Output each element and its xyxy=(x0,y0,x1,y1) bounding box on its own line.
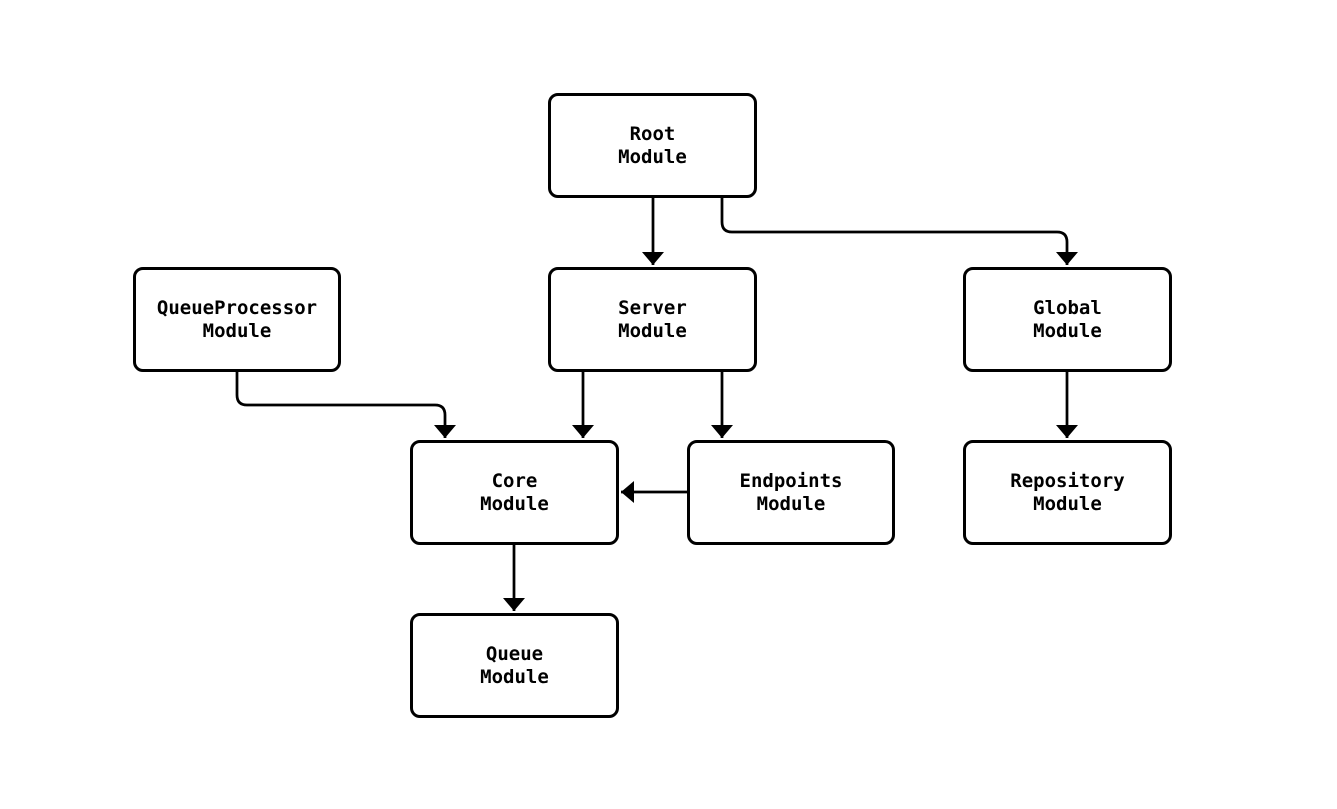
node-global-module: Global Module xyxy=(963,267,1172,372)
node-label-line1: Queue xyxy=(485,642,544,665)
node-label-line1: Endpoints xyxy=(739,469,843,492)
edge-root-to-global xyxy=(720,198,1078,265)
node-queueprocessor-module: QueueProcessor Module xyxy=(133,267,341,372)
node-label-line2: Module xyxy=(480,665,549,688)
node-label-line2: Module xyxy=(1033,492,1102,515)
node-endpoints-module: Endpoints Module xyxy=(687,440,895,545)
node-repository-module: Repository Module xyxy=(963,440,1172,545)
node-label-line1: QueueProcessor xyxy=(156,296,318,319)
edge-queueprocessor-to-core xyxy=(235,372,456,438)
node-label-line1: Global xyxy=(1033,296,1102,319)
node-label-line1: Root xyxy=(629,122,676,145)
node-label-line2: Module xyxy=(618,145,687,168)
node-label-line1: Server xyxy=(618,296,687,319)
node-label-line1: Core xyxy=(491,469,538,492)
node-core-module: Core Module xyxy=(410,440,619,545)
node-queue-module: Queue Module xyxy=(410,613,619,718)
node-label-line2: Module xyxy=(480,492,549,515)
node-label-line2: Module xyxy=(202,319,272,342)
node-root-module: Root Module xyxy=(548,93,757,198)
node-label-line1: Repository xyxy=(1010,469,1125,492)
node-server-module: Server Module xyxy=(548,267,757,372)
node-label-line2: Module xyxy=(618,319,687,342)
node-label-line2: Module xyxy=(1033,319,1102,342)
node-label-line2: Module xyxy=(756,492,826,515)
